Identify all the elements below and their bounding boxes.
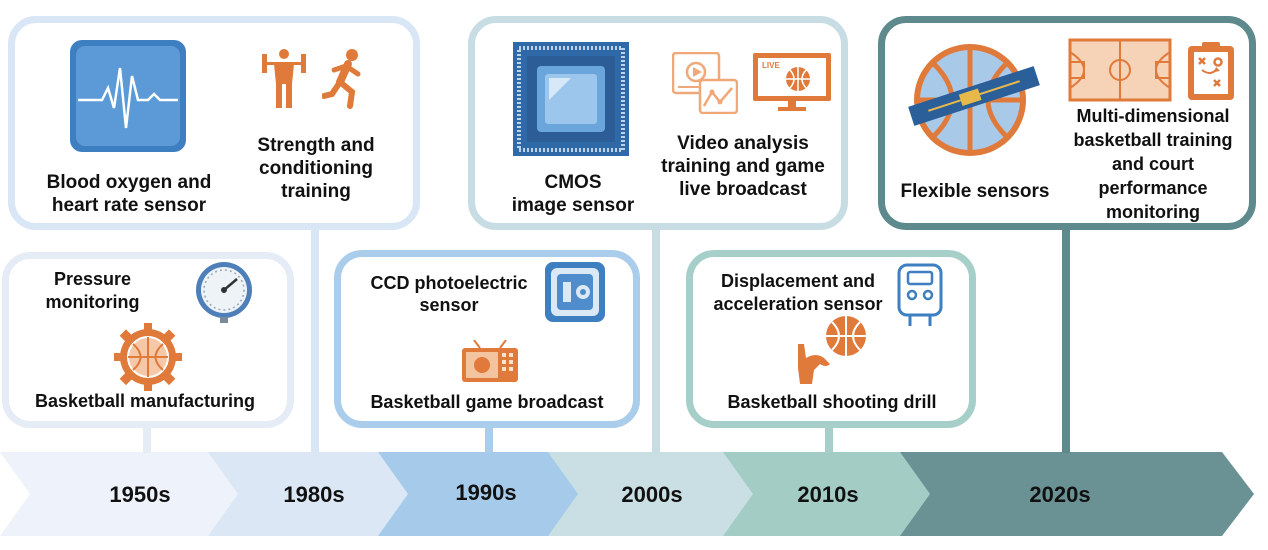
live-broadcast-monitor-icon: LIVE [752, 52, 832, 112]
flexible-sensor-basketball-icon [906, 38, 1042, 162]
live-badge: LIVE [762, 61, 780, 70]
video-analysis-icon [672, 52, 738, 114]
era-segment-2000s [548, 452, 765, 536]
stem-1950s [143, 425, 151, 453]
displacement-sensor-label: Displacement and acceleration sensor [713, 271, 883, 314]
heart-rate-monitor-icon [68, 38, 188, 156]
era-segment-1980s [208, 452, 420, 536]
era-label-1980s: 1980s [283, 482, 345, 507]
game-broadcast-label: Basketball game broadcast [370, 392, 604, 412]
basketball-manufacturing-label: Basketball manufacturing [34, 391, 256, 411]
weightlifter-icon [262, 46, 306, 110]
era-label-2010s: 2010s [797, 482, 859, 507]
blood-oxygen-label: Blood oxygen and heart rate sensor [46, 172, 212, 216]
era-segment-2010s [723, 452, 942, 536]
stem-1980s [311, 228, 319, 453]
hand-shooting-ball-icon [790, 314, 874, 386]
strength-conditioning-label: Strength and conditioning training [257, 135, 375, 202]
era-label-2020s: 2020s [1029, 482, 1091, 507]
tv-broadcast-icon [460, 340, 520, 384]
basketball-gear-icon [113, 322, 183, 392]
runner-icon [322, 48, 366, 110]
stem-2010s [825, 426, 833, 453]
cmos-sensor-label: CMOS image sensor [511, 172, 635, 216]
pressure-gauge-icon [192, 260, 256, 324]
video-analysis-label: Video analysis training and game live br… [661, 133, 825, 200]
era-segment-1950s [0, 452, 250, 536]
era-label-2000s: 2000s [621, 482, 683, 507]
cmos-chip-icon [511, 40, 631, 158]
shooting-drill-label: Basketball shooting drill [727, 392, 937, 412]
stem-2000s [652, 228, 660, 453]
era-segment-1990s [378, 452, 590, 536]
pressure-monitoring-label: Pressure monitoring [45, 269, 140, 312]
accelerometer-device-icon [896, 262, 944, 328]
ccd-sensor-icon [543, 260, 607, 324]
era-label-1950s: 1950s [109, 482, 171, 507]
stem-2020s [1062, 228, 1070, 453]
era-label-1990s: 1990s [455, 480, 517, 505]
basketball-court-icon [1068, 38, 1172, 102]
stem-1990s [485, 426, 493, 453]
tactics-clipboard-icon [1186, 40, 1236, 102]
multi-dimensional-label: Multi-dimensional basketball training an… [1073, 106, 1233, 222]
era-segment-2020s [900, 452, 1254, 536]
ccd-sensor-label: CCD photoelectric sensor [370, 273, 528, 315]
flexible-sensors-label: Flexible sensors [900, 181, 1050, 202]
